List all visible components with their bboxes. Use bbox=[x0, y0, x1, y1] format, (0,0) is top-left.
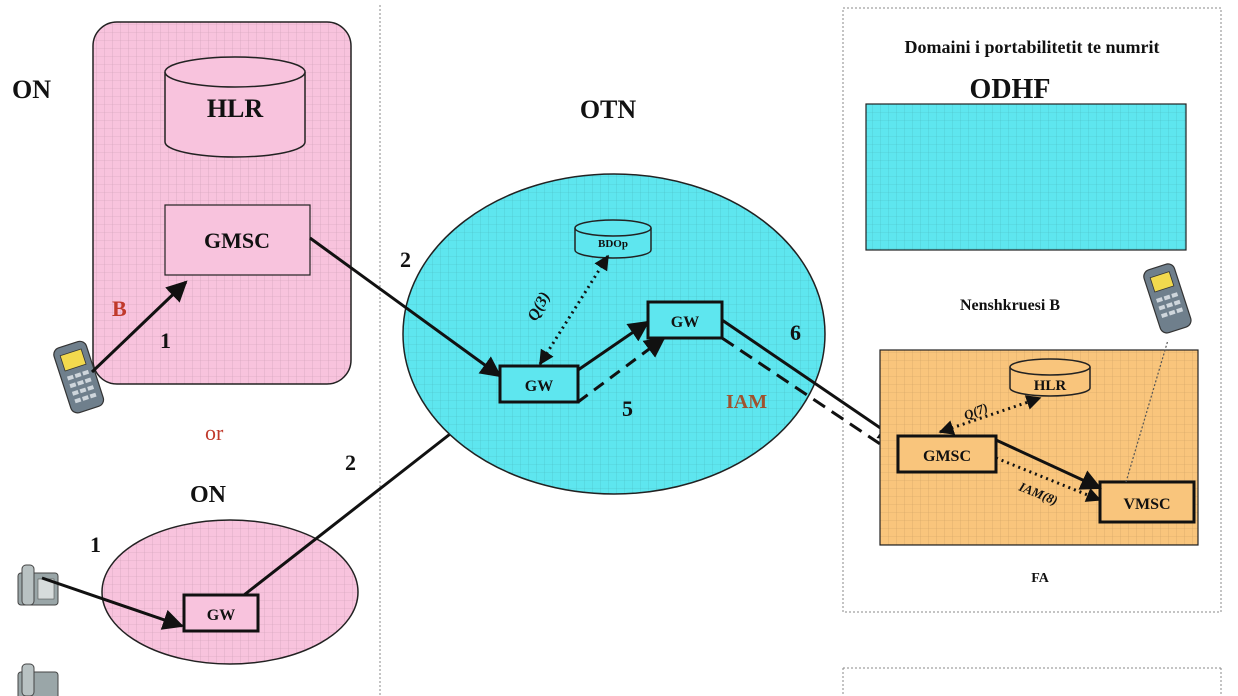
fa-gmsc-label: GMSC bbox=[923, 448, 971, 465]
left-network-title: ON bbox=[12, 75, 51, 104]
center-network-title: OTN bbox=[580, 95, 637, 124]
bottom-network-grid bbox=[102, 520, 358, 664]
step-2-label-bottom: 2 bbox=[345, 450, 356, 475]
fa-label: FA bbox=[1031, 571, 1050, 586]
or-label: or bbox=[205, 420, 224, 445]
fa-vmsc-box bbox=[1098, 480, 1196, 524]
otn-gw-left-label: GW bbox=[525, 378, 553, 395]
otn-gw-left-box bbox=[498, 364, 580, 404]
arrow-gmsc-to-vmsc-dotted bbox=[995, 456, 1102, 502]
otn-gw-right-label: GW bbox=[671, 314, 699, 331]
odhf-label: ODHF bbox=[970, 74, 1051, 105]
mobile-phone-icon bbox=[53, 340, 105, 414]
left-gmsc-label: GMSC bbox=[204, 228, 270, 253]
bottom-gw-label: GW bbox=[207, 607, 235, 624]
landline-phone-icon bbox=[17, 564, 59, 606]
subscriber-b-title: Nenshkruesi B bbox=[960, 297, 1060, 314]
mobile-phone-icon-right bbox=[1143, 263, 1192, 334]
odhf-database-grid bbox=[866, 104, 1186, 250]
link-vmsc-to-phone bbox=[1125, 339, 1169, 483]
step-6-label: 6 bbox=[790, 320, 801, 345]
arrow-gw-to-gw-dashed bbox=[577, 336, 666, 404]
step-5-label: 5 bbox=[622, 396, 633, 421]
step-1-label-mobile: 1 bbox=[160, 328, 171, 353]
bdop-label: BDOp bbox=[598, 238, 628, 250]
step-2-label-top: 2 bbox=[400, 247, 411, 272]
arrow-gmsc-to-vmsc-solid bbox=[995, 438, 1102, 490]
fa-hlr-database-icon bbox=[1009, 358, 1091, 397]
hlr-database-icon bbox=[164, 56, 306, 158]
arrow-gw-to-gw-solid bbox=[577, 320, 650, 372]
arrow-phone-to-gmsc bbox=[90, 280, 188, 374]
left-gmsc-box bbox=[164, 204, 311, 276]
arrow-otn-gw-to-right-gmsc-dashed bbox=[721, 336, 900, 458]
arrow-landline-to-gw bbox=[41, 576, 184, 630]
iam-label: IAM bbox=[726, 391, 767, 413]
subscriber-b-label: B bbox=[112, 296, 127, 321]
fa-hlr-label: HLR bbox=[1034, 378, 1067, 394]
arrow-left-gmsc-to-otn-gw bbox=[309, 236, 502, 378]
landline-phone-icon-partial bbox=[17, 663, 59, 696]
bottom-network-title: ON bbox=[190, 482, 227, 508]
otn-network-grid bbox=[403, 174, 825, 494]
fa-gmsc-box bbox=[896, 434, 998, 474]
arrow-otn-gw-to-right-gmsc-solid bbox=[721, 318, 900, 442]
bdop-database-icon bbox=[574, 219, 652, 259]
fa-vmsc-label: VMSC bbox=[1123, 496, 1170, 513]
right-domain-title: Domaini i portabilitetit te numrit bbox=[905, 37, 1160, 57]
step-1-label-landline: 1 bbox=[90, 532, 101, 557]
hlr-label: HLR bbox=[207, 94, 264, 123]
right-domain-frame bbox=[842, 7, 1222, 613]
bottom-gw-box bbox=[182, 593, 260, 633]
otn-gw-right-box bbox=[646, 300, 724, 340]
